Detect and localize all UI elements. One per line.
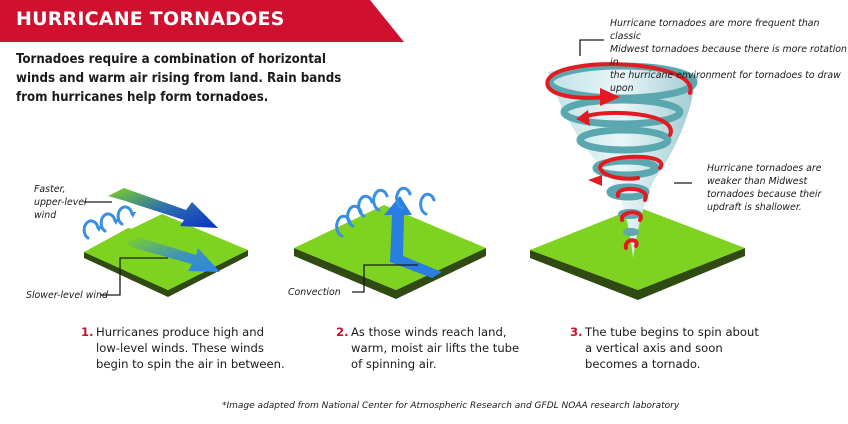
upper-wind-label: Faster, upper-level wind bbox=[34, 183, 87, 222]
frequency-note-line: Midwest tornadoes because there is more … bbox=[610, 44, 847, 68]
frequency-note: Hurricane tornadoes are more frequent th… bbox=[610, 17, 848, 95]
step-line: low-level winds. These winds bbox=[96, 341, 264, 355]
panel-2-illustration bbox=[294, 186, 486, 299]
upper-wind-label-line: upper-level bbox=[34, 197, 87, 208]
step-line: of spinning air. bbox=[351, 357, 437, 371]
lower-wind-label: Slower-level wind bbox=[26, 290, 108, 301]
lower-wind-leader bbox=[100, 257, 168, 296]
upper-wind-arrow bbox=[108, 188, 218, 228]
intro-line: from hurricanes help form tornadoes. bbox=[16, 90, 269, 105]
frequency-leader bbox=[579, 39, 604, 56]
intro-line: winds and warm air rising from land. Rai… bbox=[16, 71, 342, 86]
strength-note: Hurricane tornadoes are weaker than Midw… bbox=[707, 162, 822, 214]
strength-note-line: weaker than Midwest bbox=[707, 176, 808, 187]
title-banner: HURRICANE TORNADOES bbox=[0, 0, 404, 42]
convection-label: Convection bbox=[288, 287, 341, 298]
step-line: a vertical axis and soon bbox=[585, 341, 723, 355]
swirl-icons bbox=[335, 186, 436, 238]
step-number: 2. bbox=[336, 325, 349, 339]
step-2: 2. As those winds reach land, warm, mois… bbox=[336, 324, 520, 372]
step-number: 3. bbox=[570, 325, 583, 339]
step-number: 1. bbox=[81, 325, 94, 339]
intro-paragraph: Tornadoes require a combination of horiz… bbox=[16, 50, 346, 107]
banner-shape bbox=[0, 0, 404, 42]
rotation-arrows bbox=[545, 62, 693, 250]
step-3: 3. The tube begins to spin about a verti… bbox=[570, 324, 759, 372]
intro-line: Tornadoes require a combination of horiz… bbox=[16, 52, 326, 67]
strength-note-line: tornadoes because their bbox=[707, 189, 822, 200]
panel-1-illustration bbox=[82, 188, 248, 297]
step-line: Hurricanes produce high and bbox=[96, 325, 264, 339]
source-footnote: *Image adapted from National Center for … bbox=[222, 401, 680, 411]
swirl-icons bbox=[82, 205, 134, 240]
step-1: 1. Hurricanes produce high and low-level… bbox=[81, 324, 285, 372]
strength-note-line: updraft is shallower. bbox=[707, 202, 802, 213]
page-title: HURRICANE TORNADOES bbox=[16, 8, 285, 30]
step-line: becomes a tornado. bbox=[585, 357, 701, 371]
step-line: warm, moist air lifts the tube bbox=[351, 341, 520, 355]
convection-leader bbox=[352, 264, 418, 293]
upper-wind-label-line: Faster, bbox=[34, 184, 66, 195]
step-line: The tube begins to spin about bbox=[585, 325, 759, 339]
convection-arrow bbox=[384, 196, 442, 278]
step-line: begin to spin the air in between. bbox=[96, 357, 285, 371]
frequency-note-line: Hurricane tornadoes are more frequent th… bbox=[610, 18, 820, 42]
panel-3-illustration bbox=[530, 39, 745, 300]
upper-wind-label-line: wind bbox=[34, 210, 57, 221]
frequency-note-line: the hurricane environment for tornadoes … bbox=[610, 70, 841, 94]
strength-note-line: Hurricane tornadoes are bbox=[707, 163, 822, 174]
step-line: As those winds reach land, bbox=[351, 325, 507, 339]
lower-wind-arrow bbox=[126, 237, 220, 272]
